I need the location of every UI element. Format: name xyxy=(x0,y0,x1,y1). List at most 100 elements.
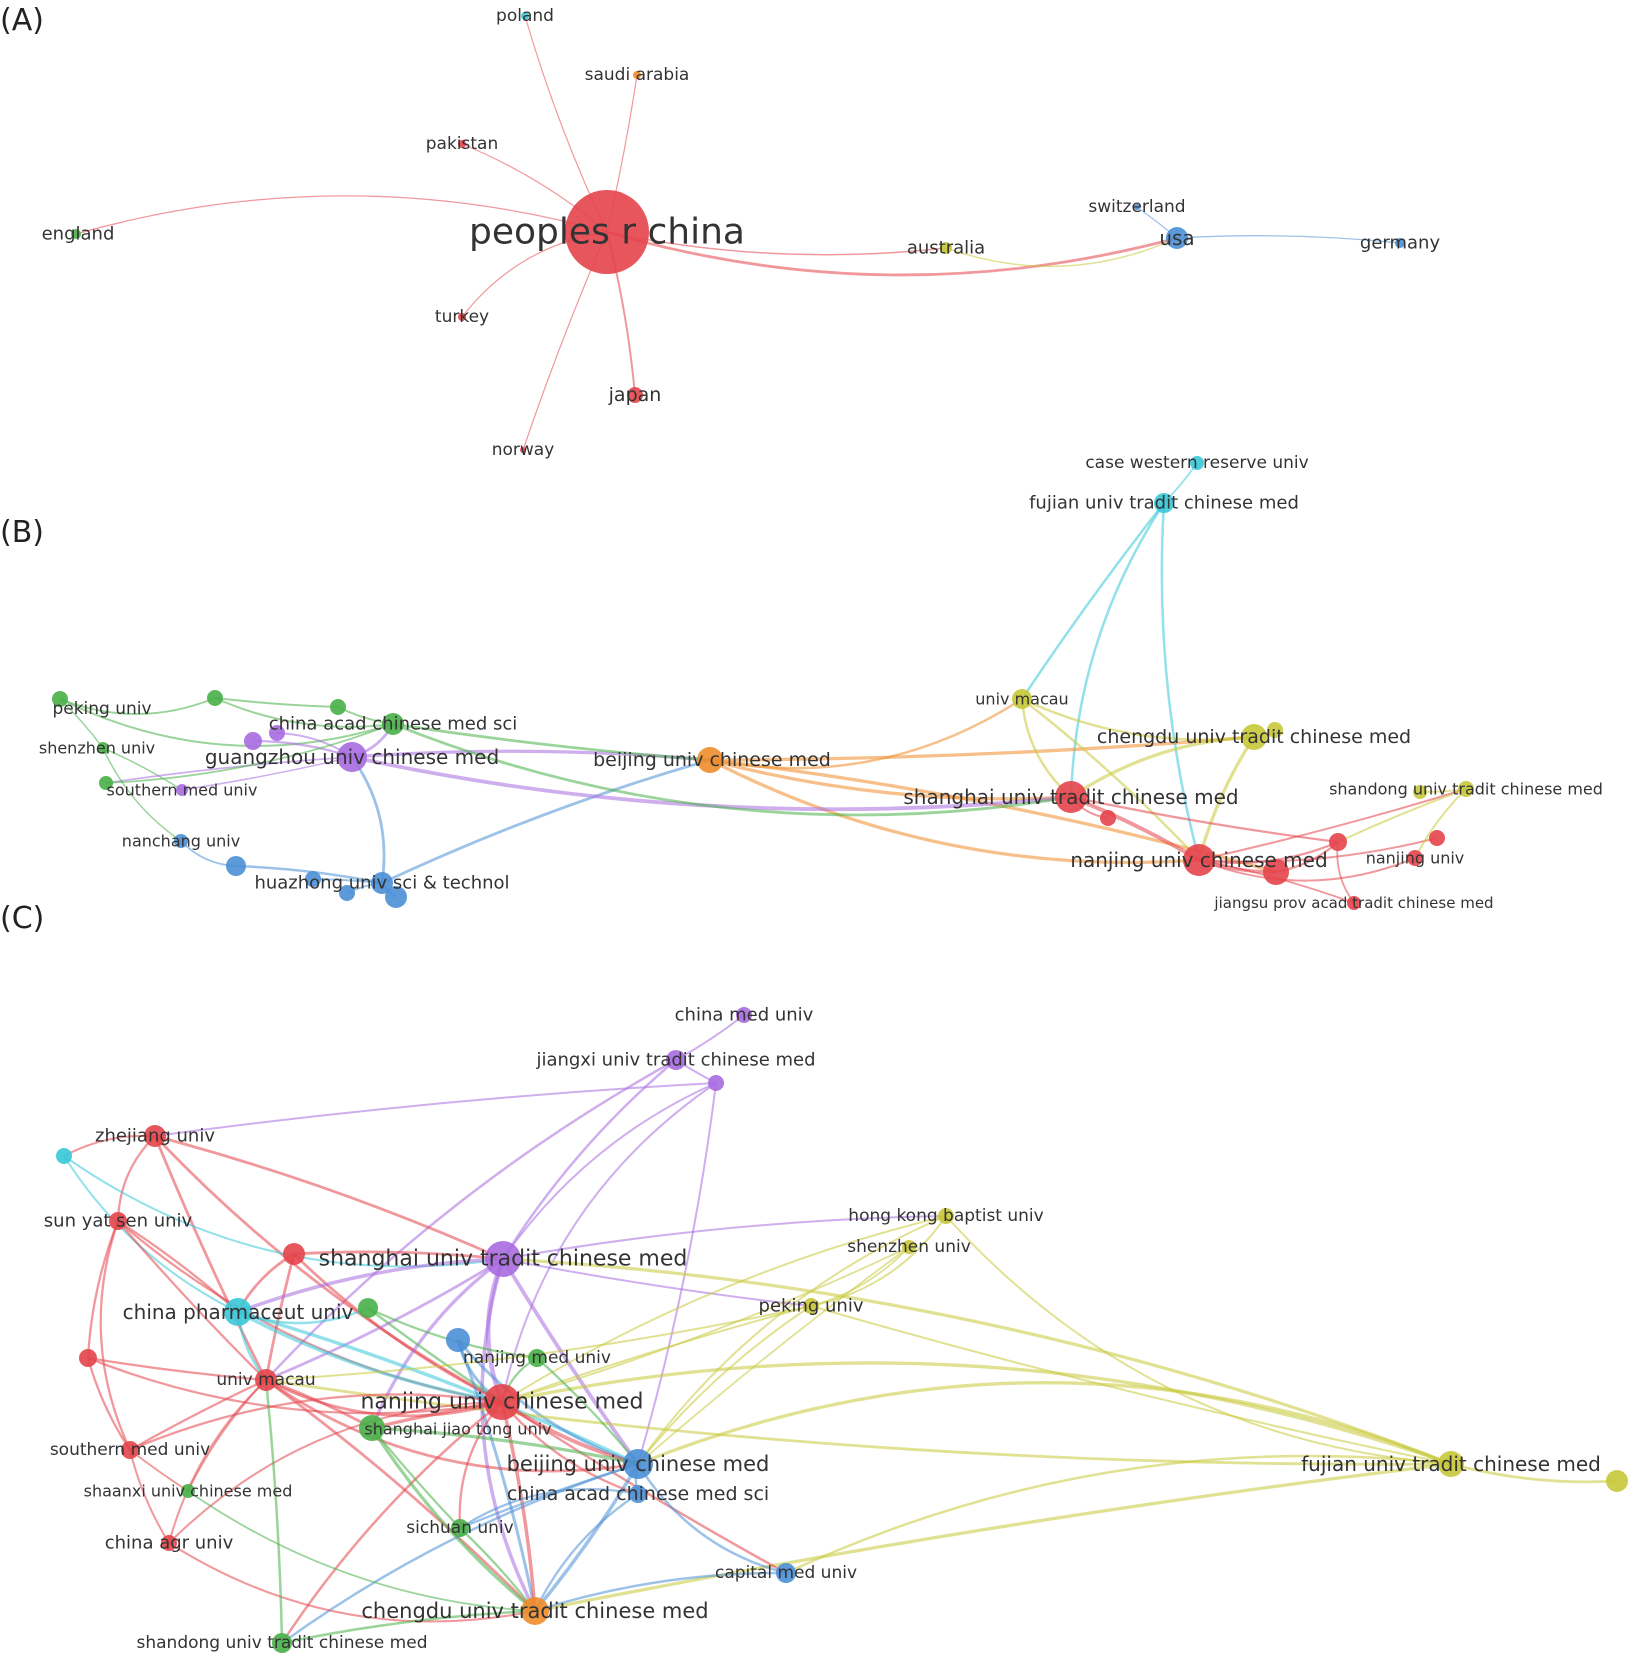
node-nanjingu[interactable] xyxy=(1407,850,1423,866)
node-japan[interactable] xyxy=(627,387,643,403)
link-cpu-nucm xyxy=(237,1310,503,1404)
node-sysu[interactable] xyxy=(109,1212,127,1230)
link-jiangxi-um xyxy=(265,1058,677,1381)
node-b2[interactable] xyxy=(305,871,321,887)
link-ccmu-cdutcm xyxy=(534,1571,787,1613)
node-szu[interactable] xyxy=(902,1240,916,1254)
link-fjtcm-um xyxy=(265,1378,1452,1466)
node-guangzhou[interactable] xyxy=(337,742,367,772)
node-b1[interactable] xyxy=(226,856,246,876)
node-p1[interactable] xyxy=(244,732,262,750)
node-sdutcm[interactable] xyxy=(272,1633,292,1653)
node-cau[interactable] xyxy=(161,1535,177,1551)
node-shanghai[interactable] xyxy=(1055,781,1087,813)
node-norway[interactable] xyxy=(520,447,526,453)
node-chengdu[interactable] xyxy=(1241,724,1267,750)
node-turkey[interactable] xyxy=(458,313,466,321)
node-r3[interactable] xyxy=(1329,833,1347,851)
node-label-ccmu: capital med univ xyxy=(715,1563,857,1583)
node-hkbu[interactable] xyxy=(938,1208,954,1224)
node-njmu[interactable] xyxy=(528,1349,546,1367)
node-poland[interactable] xyxy=(521,12,529,20)
node-fjtcm[interactable] xyxy=(1438,1451,1464,1477)
node-zhejiang[interactable] xyxy=(144,1125,166,1147)
node-r1[interactable] xyxy=(1100,810,1116,826)
node-scu[interactable] xyxy=(451,1519,469,1537)
node-cpu[interactable] xyxy=(224,1298,252,1326)
link-szu-nucm xyxy=(501,1246,910,1403)
node-label-peking: peking univ xyxy=(52,699,151,719)
node-cacms2[interactable] xyxy=(629,1485,647,1503)
node-pakistan[interactable] xyxy=(458,140,466,148)
node-nucm[interactable] xyxy=(484,1384,520,1420)
node-sjtu[interactable] xyxy=(359,1415,385,1441)
node-pu1[interactable] xyxy=(708,1075,724,1091)
link-nucm-cacms2 xyxy=(501,1401,639,1496)
node-fujian[interactable] xyxy=(1154,493,1174,513)
node-cacms[interactable] xyxy=(382,713,404,735)
link-r6-um xyxy=(87,1356,267,1382)
link-nucm-smu xyxy=(129,1393,503,1452)
node-shenzhen[interactable] xyxy=(97,742,109,754)
node-label-sjtu: shanghai jiao tong univ xyxy=(364,1420,551,1439)
node-england[interactable] xyxy=(71,229,81,239)
node-bb1[interactable] xyxy=(446,1328,470,1352)
node-r2[interactable] xyxy=(1263,859,1289,885)
panel-c-label: (C) xyxy=(0,901,45,936)
node-huazhong[interactable] xyxy=(371,872,393,894)
link-pku-nucm xyxy=(501,1305,812,1403)
node-b3[interactable] xyxy=(339,885,355,901)
node-cy1[interactable] xyxy=(56,1148,72,1164)
node-china[interactable] xyxy=(565,190,649,274)
node-p2[interactable] xyxy=(269,725,285,741)
node-yy1[interactable] xyxy=(1606,1470,1628,1492)
node-nanjing[interactable] xyxy=(1183,844,1215,876)
node-macau[interactable] xyxy=(1012,689,1032,709)
node-g4[interactable] xyxy=(358,1298,378,1318)
node-y1[interactable] xyxy=(1267,722,1283,738)
node-nanchang[interactable] xyxy=(174,834,188,848)
node-r5[interactable] xyxy=(283,1243,305,1265)
node-label-sysu: sun yat sen univ xyxy=(44,1211,193,1232)
node-beijing[interactable] xyxy=(697,747,723,773)
link-sutcm-um xyxy=(265,1257,504,1382)
node-australia[interactable] xyxy=(940,242,952,254)
node-r4[interactable] xyxy=(1429,830,1445,846)
node-case[interactable] xyxy=(1190,456,1204,470)
node-ccmu[interactable] xyxy=(776,1563,796,1583)
link-r5-nucm xyxy=(293,1253,503,1404)
node-usa[interactable] xyxy=(1166,227,1188,249)
link-r5-sutcm xyxy=(293,1250,504,1261)
link-shandong-r3 xyxy=(1337,788,1467,843)
node-y2[interactable] xyxy=(1413,785,1427,799)
node-saudi[interactable] xyxy=(633,71,641,79)
node-southern[interactable] xyxy=(176,784,188,796)
node-switzerland[interactable] xyxy=(1134,204,1140,210)
node-r6[interactable] xyxy=(79,1349,97,1367)
node-label-usa: usa xyxy=(1159,226,1194,250)
node-label-cpu: china pharmaceut univ xyxy=(123,1300,354,1324)
node-smu[interactable] xyxy=(121,1441,139,1459)
node-jiangsu[interactable] xyxy=(1347,896,1361,910)
node-um[interactable] xyxy=(255,1369,277,1391)
node-bucm[interactable] xyxy=(623,1449,653,1479)
node-jiangxi[interactable] xyxy=(666,1050,686,1070)
link-sutcm-hkbu xyxy=(502,1215,947,1260)
node-peking[interactable] xyxy=(52,691,68,707)
node-cmu[interactable] xyxy=(736,1007,752,1023)
node-snucm[interactable] xyxy=(181,1484,195,1498)
node-pku[interactable] xyxy=(803,1298,819,1314)
node-g2[interactable] xyxy=(330,699,346,715)
node-g3[interactable] xyxy=(99,776,113,790)
node-b4[interactable] xyxy=(385,886,407,908)
link-pku-fjtcm xyxy=(810,1305,1452,1465)
node-g1[interactable] xyxy=(207,690,223,706)
node-label-hkbu: hong kong baptist univ xyxy=(848,1206,1043,1226)
link-peking-cacms xyxy=(59,698,394,747)
link-china-england xyxy=(75,195,608,235)
node-label-cacms: china acad chinese med sci xyxy=(269,714,518,735)
node-cdutcm[interactable] xyxy=(521,1597,549,1625)
node-sutcm[interactable] xyxy=(485,1241,521,1277)
node-shandong[interactable] xyxy=(1458,781,1474,797)
node-germany[interactable] xyxy=(1395,238,1405,248)
